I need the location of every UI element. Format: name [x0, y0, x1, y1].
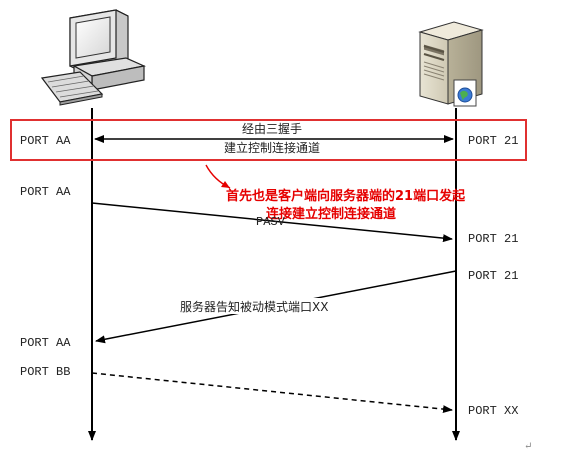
annotation-text-line1: 首先也是客户端向服务器端的21端口发起 [226, 188, 466, 204]
data-connection-arrow [91, 372, 453, 414]
handshake-label-line1: 经由三握手 [242, 121, 302, 136]
client-port-label: PORT AA [20, 185, 71, 199]
server-port-label: PORT 21 [468, 269, 518, 283]
pasv-arrow [91, 202, 453, 243]
server-port-label: PORT XX [468, 404, 518, 418]
server-notice-label: 服务器告知被动模式端口XX [180, 299, 328, 314]
control-connection-highlight-box [10, 119, 527, 161]
tower-server-icon [418, 21, 484, 107]
desktop-computer-icon [40, 9, 146, 106]
client-port-label: PORT AA [20, 134, 71, 148]
annotation-text-line2: 连接建立控制连接通道 [266, 206, 396, 222]
pasv-label: PASV [256, 215, 286, 229]
server-port-label: PORT 21 [468, 134, 518, 148]
client-port-label: PORT BB [20, 365, 70, 379]
server-port-label: PORT 21 [468, 232, 518, 246]
paragraph-end-mark: ↵ [524, 441, 532, 452]
handshake-label-line2: 建立控制连接通道 [224, 140, 320, 155]
client-port-label: PORT AA [20, 336, 71, 350]
